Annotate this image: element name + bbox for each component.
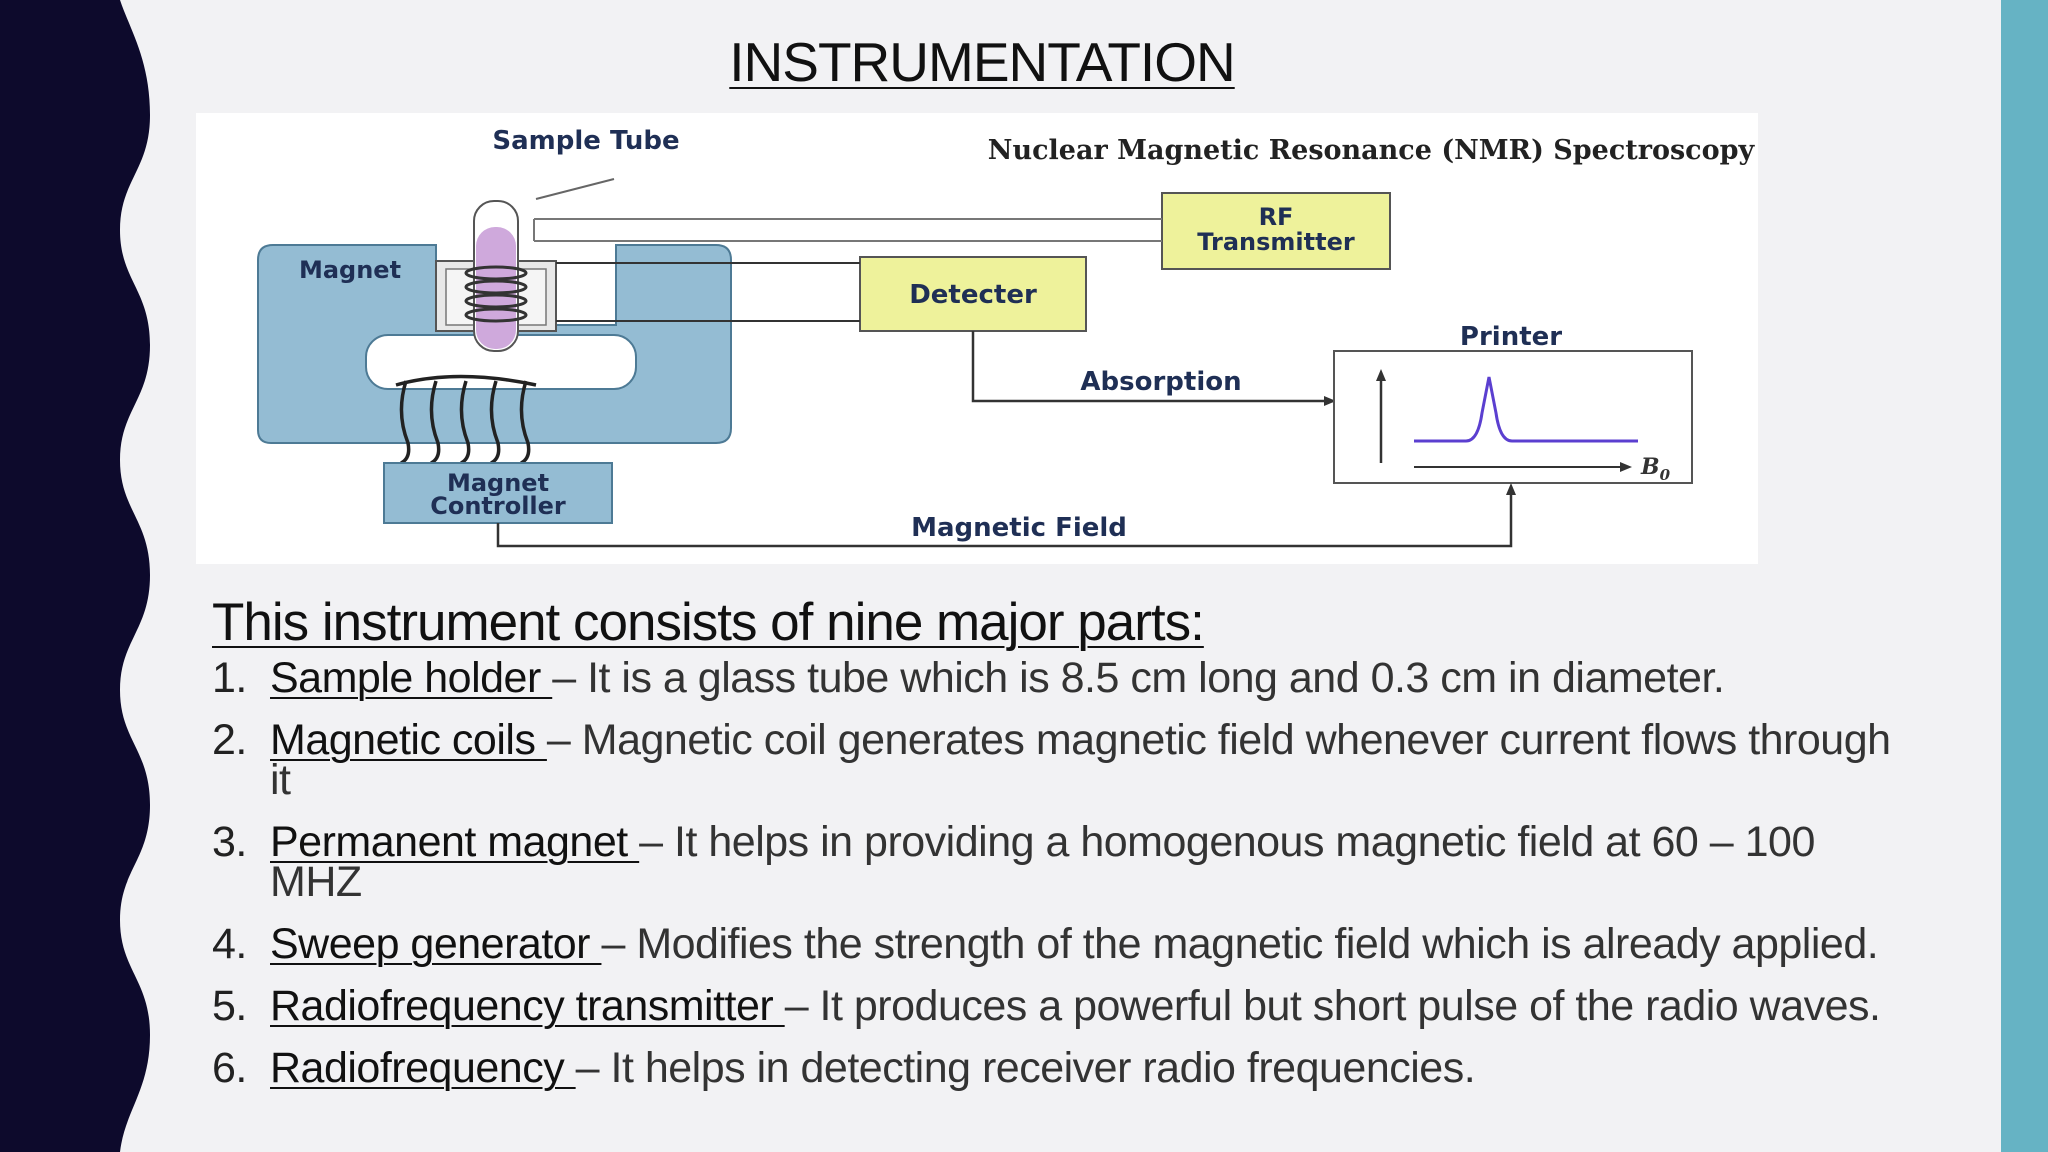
list-item: 2. Magnetic coils – Magnetic coil generat…: [212, 716, 1912, 802]
item-description: – It produces a powerful but short pulse…: [784, 982, 1881, 1030]
item-term: Radiofrequency: [270, 1044, 576, 1092]
b0-label: B0: [1640, 454, 1671, 484]
item-description: – Magnetic coil generates magnetic field…: [270, 716, 1891, 804]
item-number: 4.: [212, 920, 247, 968]
absorption-label: Absorption: [1080, 367, 1241, 397]
magnet-controller-label-2: Controller: [430, 492, 566, 520]
absorption-arrow: [1324, 396, 1336, 406]
detector-label: Detecter: [909, 280, 1037, 310]
rf-wires: [533, 218, 1162, 242]
left-wavy-band: [0, 0, 150, 1152]
sample-tube-label: Sample Tube: [492, 126, 679, 156]
list-item: 5. Radiofrequency transmitter – It produc…: [212, 982, 1912, 1030]
magnet-label: Magnet: [299, 256, 401, 284]
printer-x-arrow: [1620, 462, 1632, 472]
parts-list: 1. Sample holder – It is a glass tube whi…: [212, 654, 1912, 1110]
item-description: – It helps in providing a homogenous mag…: [270, 818, 1815, 906]
detector-wires: [556, 262, 860, 322]
printer-label: Printer: [1460, 322, 1562, 352]
magnet-controller-label-1: Magnet: [447, 469, 549, 497]
magnetic-field-line: [496, 489, 1513, 548]
printer-box: [1333, 350, 1693, 484]
rf-transmitter-label-2: Transmitter: [1197, 228, 1355, 256]
diagram-title: Nuclear Magnetic Resonance (NMR) Spectro…: [988, 135, 1756, 166]
item-term: Sweep generator: [270, 920, 602, 968]
b0-symbol: B: [1640, 454, 1660, 480]
item-number: 6.: [212, 1044, 247, 1092]
item-term: Permanent magnet: [270, 818, 640, 866]
nmr-peak: [1414, 376, 1638, 443]
item-number: 5.: [212, 982, 247, 1030]
absorption-line: [971, 331, 1336, 403]
list-item: 1. Sample holder – It is a glass tube whi…: [212, 654, 1912, 702]
sample-liquid: [476, 227, 516, 349]
nmr-diagram-svg: Magnet Controller Magnet Sample Tube Nuc…: [257, 126, 1756, 548]
magnet-controller-box: [383, 462, 613, 524]
slide-title: INSTRUMENTATION: [729, 31, 1235, 93]
rf-transmitter-box: [1161, 192, 1391, 270]
item-term: Magnetic coils: [270, 716, 547, 764]
magnet-coils: [395, 374, 537, 465]
nmr-diagram: Magnet Controller Magnet Sample Tube Nuc…: [196, 113, 1758, 564]
item-term: Sample holder: [270, 654, 553, 702]
item-number: 1.: [212, 654, 247, 702]
printer-y-arrow: [1376, 369, 1386, 381]
magnetic-field-label: Magnetic Field: [911, 513, 1127, 543]
list-item: 4. Sweep generator – Modifies the strengt…: [212, 920, 1912, 968]
item-description: – It is a glass tube which is 8.5 cm lon…: [552, 654, 1725, 702]
item-number: 3.: [212, 818, 247, 866]
item-description: – Modifies the strength of the magnetic …: [601, 920, 1879, 968]
parts-intro-heading: This instrument consists of nine major p…: [212, 593, 1205, 652]
b0-subscript: 0: [1660, 466, 1671, 484]
list-item: 6. Radiofrequency – It helps in detecting…: [212, 1044, 1912, 1092]
item-term: Radiofrequency transmitter: [270, 982, 785, 1030]
rf-transmitter-label-1: RF: [1259, 203, 1294, 231]
item-description: – It helps in detecting receiver radio f…: [575, 1044, 1476, 1092]
item-number: 2.: [212, 716, 247, 764]
wave-shape: [0, 0, 150, 1152]
list-item: 3. Permanent magnet – It helps in providi…: [212, 818, 1912, 904]
right-accent-bar: [2001, 0, 2048, 1152]
detector-box: [859, 256, 1087, 332]
magnetic-field-arrow: [1506, 483, 1516, 495]
sample-tube-pointer: [535, 178, 615, 200]
rf-coil: [464, 265, 528, 323]
